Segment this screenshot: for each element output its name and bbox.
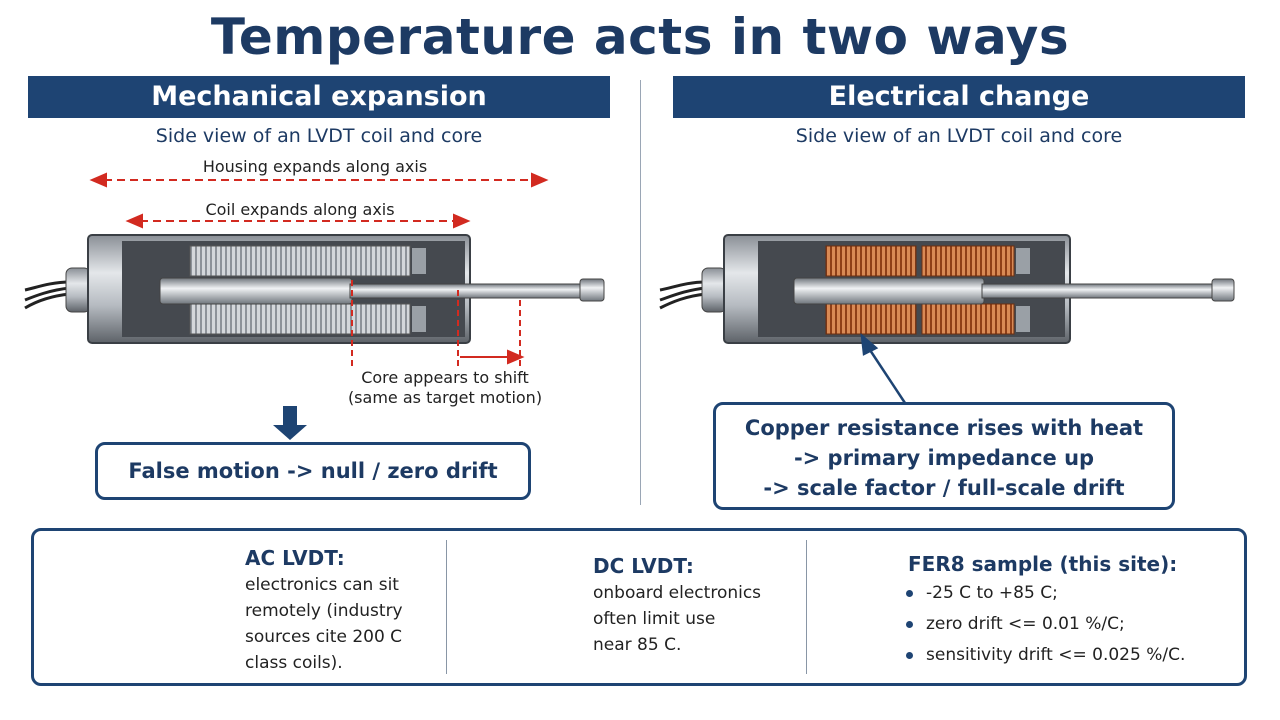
scale-drift-box: Copper resistance rises with heat -> pri… [713,402,1175,510]
core-shift-label-1: Core appears to shift [361,368,529,387]
right-subtitle: Side view of an LVDT coil and core [795,125,1123,147]
housing-expands-label: Housing expands along axis [202,157,428,176]
core-shift-label-2: (same as target motion) [347,388,543,407]
coil-expands-label: Coil expands along axis [205,200,395,219]
housing-expansion-arrow [89,172,549,188]
mechanical-expansion-banner: Mechanical expansion [28,76,610,118]
fer8-title: FER8 sample (this site): [908,552,1178,576]
dc-lvdt-text: onboard electronics often limit use near… [593,580,761,658]
down-arrow-icon [273,406,307,440]
fer8-spec-item: sensitivity drift <= 0.025 %/C. [904,640,1185,671]
zero-drift-box: False motion -> null / zero drift [95,442,531,500]
page-title: Temperature acts in two ways [210,8,1070,66]
fer8-spec-item: -25 C to +85 C; [904,578,1185,609]
copper-pointer-arrow [860,332,907,404]
fer8-spec-item: zero drift <= 0.01 %/C; [904,609,1185,640]
dc-line: near 85 C. [593,635,682,655]
electrical-change-banner: Electrical change [673,76,1245,118]
ac-line: electronics can sit [245,575,399,595]
ac-line: sources cite 200 C [245,627,403,647]
core-shift-guides [351,280,525,366]
ac-lvdt-text: electronics can sit remotely (industry s… [245,572,403,676]
copper-resistance-text: Copper resistance rises with heat [744,416,1144,440]
dc-line: often limit use [593,609,716,629]
panel-divider [640,80,641,505]
right-lvdt-sensor [659,234,1235,344]
dc-line: onboard electronics [593,583,762,603]
fer8-spec-list: -25 C to +85 C; zero drift <= 0.01 %/C; … [904,578,1185,671]
primary-impedance-text: -> primary impedance up [793,446,1095,470]
bottom-separator-2 [806,540,807,674]
zero-drift-text: False motion -> null / zero drift [128,459,498,483]
dc-lvdt-title: DC LVDT: [593,554,694,578]
left-subtitle: Side view of an LVDT coil and core [155,125,483,147]
coil-expansion-arrow [125,213,471,229]
left-lvdt-sensor [24,234,605,344]
bottom-separator-1 [446,540,447,674]
ac-lvdt-title: AC LVDT: [245,546,345,570]
bottom-info-panel [31,528,1247,686]
ac-line: class coils). [245,653,343,673]
ac-line: remotely (industry [245,601,403,621]
scale-factor-text: -> scale factor / full-scale drift [763,476,1125,500]
